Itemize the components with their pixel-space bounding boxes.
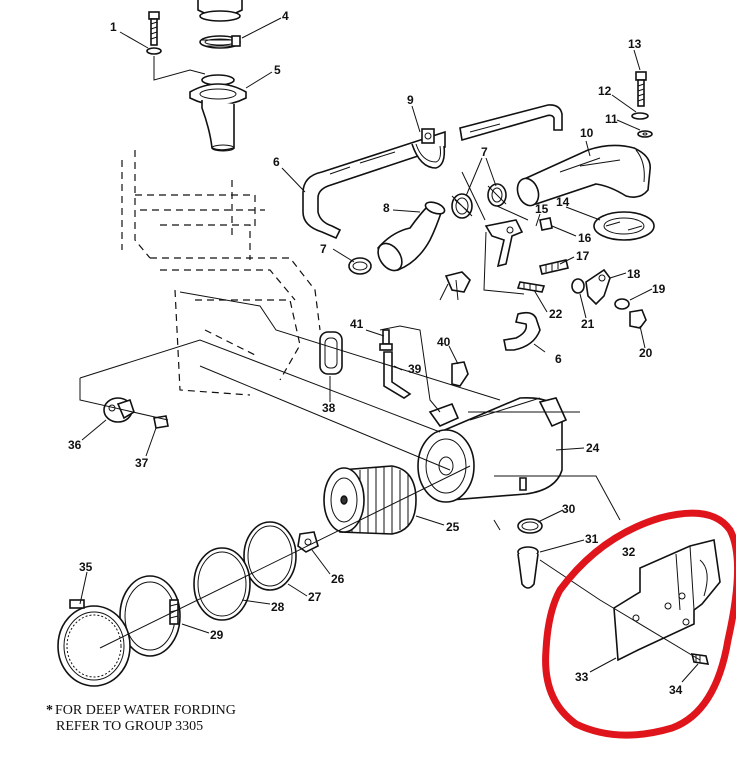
callout-33: 33 [575,670,589,684]
elbow-hose-8 [376,201,446,272]
clamp-7a [451,193,473,219]
nut-20 [629,309,647,329]
callout-7a: 7 [481,145,488,159]
bracket-15 [484,219,524,268]
screw-22 [516,281,546,293]
connector-small [439,271,471,301]
hose-lower-6 [503,311,541,351]
fording-note: *FOR DEEP WATER FORDING REFER TO GROUP 3… [46,703,236,735]
callout-26: 26 [331,572,345,586]
bolt-13 [635,71,647,107]
gasket-28 [193,547,251,621]
callout-12: 12 [598,84,612,98]
callout-10: 10 [580,126,594,140]
callout-8: 8 [383,201,390,215]
callout-4: 4 [282,9,289,23]
callout-18: 18 [627,267,641,281]
bolt-1 [146,11,206,81]
elbow-40 [451,361,469,387]
callout-22: 22 [549,307,563,321]
note-line-2: REFER TO GROUP 3305 [56,719,204,734]
callout-9: 9 [407,93,414,107]
gasket-27 [243,521,297,591]
callout-24: 24 [586,441,600,455]
washer-21 [571,278,585,294]
callout-16: 16 [578,231,592,245]
callout-1: 1 [110,20,117,34]
callout-31: 31 [585,532,599,546]
callout-28: 28 [271,600,285,614]
clamp-4 [199,35,241,49]
bracket-33 [613,539,721,662]
callout-35: 35 [79,560,93,574]
callout-7b: 7 [320,242,327,256]
washer-12 [631,112,649,120]
callout-25: 25 [446,520,460,534]
clamp-30 [517,518,543,534]
flange-14 [593,211,655,241]
callout-5: 5 [274,63,281,77]
callout-37: 37 [135,456,149,470]
adapter-5 [189,74,247,152]
callout-17: 17 [576,249,590,263]
clamp-7c [348,257,372,275]
note-line-1: FOR DEEP WATER FORDING [55,703,236,718]
note-asterisk: * [46,703,53,718]
callout-27: 27 [308,590,322,604]
dust-valve-31 [517,546,539,589]
screw-34 [690,653,710,665]
callout-29: 29 [210,628,224,642]
assembly-lines [79,171,701,661]
hose-upper-right [459,104,563,142]
clamp-9 [411,128,446,169]
top-elbow-part [197,0,243,22]
callout-15: 15 [535,202,549,216]
engine-outline-dashed [121,150,321,396]
callout-39: 39 [408,362,422,376]
callout-11: 11 [605,112,618,126]
callout-13: 13 [628,37,642,51]
callout-leaders [79,17,699,683]
callout-32: 32 [622,545,636,559]
band-clamp-35 [57,599,131,687]
intake-elbow-10 [516,144,651,207]
callout-41: 41 [350,317,364,331]
filter-element-25 [323,465,417,535]
fitting-41 [379,329,393,351]
cover-ring [119,575,181,657]
callout-40: 40 [437,335,451,349]
tube-39 [383,351,412,399]
callout-6a: 6 [273,155,280,169]
washer-19 [614,298,630,310]
bracket-18 [585,268,611,306]
bracket-36 [103,397,135,423]
air-cleaner-body-24 [417,397,568,503]
hose-upper-6 [302,130,446,240]
callout-19: 19 [652,282,666,296]
callout-21: 21 [581,317,595,331]
callout-30: 30 [562,502,576,516]
nut-26 [297,531,319,553]
washer-11 [637,130,653,138]
callout-34: 34 [669,683,683,697]
callout-labels: 1 4 5 6 9 7 8 7 10 13 12 11 14 15 16 17 … [68,9,683,697]
highlight-circle [542,509,736,739]
callout-38: 38 [322,401,336,415]
gasket-38 [319,331,343,375]
callout-6b: 6 [555,352,562,366]
callout-36: 36 [68,438,82,452]
clamp-7b [487,183,507,207]
callout-14: 14 [556,195,570,209]
clip-16 [539,217,553,231]
callout-20: 20 [639,346,653,360]
